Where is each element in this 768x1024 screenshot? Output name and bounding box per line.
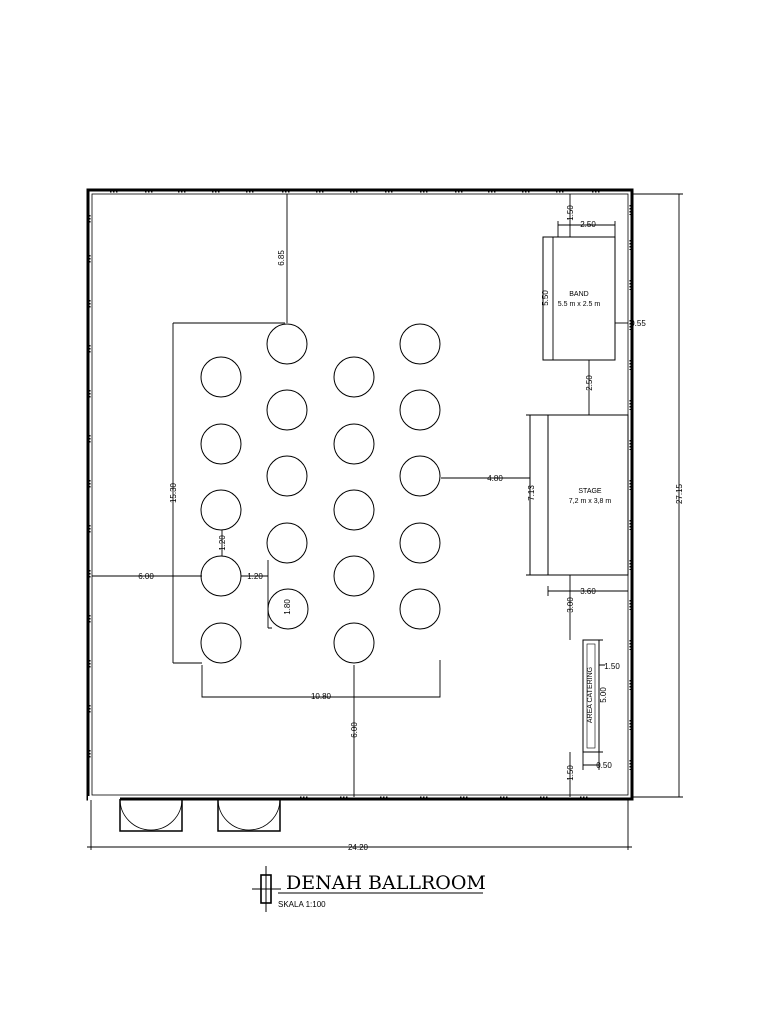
side-counter: AREA CATERING	[582, 639, 600, 753]
round-table	[399, 588, 441, 630]
dim-top-to-tables: 6.85	[277, 250, 286, 266]
dim-band-top: 1.50	[566, 205, 575, 221]
round-table	[266, 323, 308, 365]
round-table	[200, 489, 242, 531]
plan-title: DENAH BALLROOM	[286, 872, 486, 894]
stage-size: 7,2 m x 3,8 m	[569, 498, 612, 505]
round-table	[266, 455, 308, 497]
band-area: BAND 5.5 m x 2.5 m	[542, 236, 616, 361]
plan-scale: SKALA 1:100	[278, 900, 326, 909]
round-table	[200, 356, 242, 398]
dim-side-bottom: 1.50	[566, 765, 575, 781]
band-name: BAND	[569, 291, 588, 298]
dim-table-diameter: 1.80	[283, 599, 292, 615]
round-table	[266, 389, 308, 431]
round-table	[333, 622, 375, 664]
dim-stage-depth: 3.60	[580, 587, 596, 596]
round-table	[200, 423, 242, 465]
round-table	[333, 555, 375, 597]
stage-area: STAGE 7,2 m x 3,8 m	[529, 414, 629, 576]
round-table	[399, 455, 441, 497]
dim-stage-height: 7.13	[527, 485, 536, 501]
dim-side-offset: 0.50	[596, 761, 612, 770]
side-label: AREA CATERING	[587, 667, 594, 723]
dim-tables-to-stage: 4.80	[487, 474, 503, 483]
dimension-labels: 6.85 15.30 6.00 1.20 1.20 1.80 10.80 6.0…	[138, 205, 684, 852]
round-table	[200, 555, 242, 597]
dim-block-height: 15.30	[169, 482, 178, 503]
round-table	[266, 522, 308, 564]
round-table	[399, 522, 441, 564]
dim-band-to-stage: 2.50	[585, 375, 594, 391]
band-size: 5.5 m x 2.5 m	[558, 301, 601, 308]
dimension-lines	[87, 193, 683, 850]
dim-left-to-tables: 6.00	[138, 572, 154, 581]
entrance-doors	[88, 796, 281, 832]
stage-name: STAGE	[578, 488, 602, 495]
round-table	[333, 356, 375, 398]
title-block: DENAH BALLROOM SKALA 1:100	[252, 866, 486, 912]
dim-overall-height: 27.15	[675, 483, 684, 504]
round-table	[200, 622, 242, 664]
dim-block-width: 10.80	[311, 692, 332, 701]
dim-side-length: 5.00	[599, 687, 608, 703]
walls	[86, 188, 634, 801]
dim-overall-width: 24.20	[348, 843, 369, 852]
tables	[200, 323, 441, 664]
round-table	[333, 489, 375, 531]
dim-tables-to-bottom: 6.00	[350, 722, 359, 738]
round-table	[399, 323, 441, 365]
round-table	[333, 423, 375, 465]
dim-side-width: 1.50	[604, 662, 620, 671]
dim-band-right: 0.55	[630, 319, 646, 328]
dim-band-height: 5.50	[541, 290, 550, 306]
dim-gap-h: 1.20	[247, 572, 263, 581]
round-table	[399, 389, 441, 431]
dim-band-width: 2.50	[580, 220, 596, 229]
dim-gap-v: 1.20	[218, 535, 227, 551]
dim-stage-to-side: 3.00	[566, 597, 575, 613]
